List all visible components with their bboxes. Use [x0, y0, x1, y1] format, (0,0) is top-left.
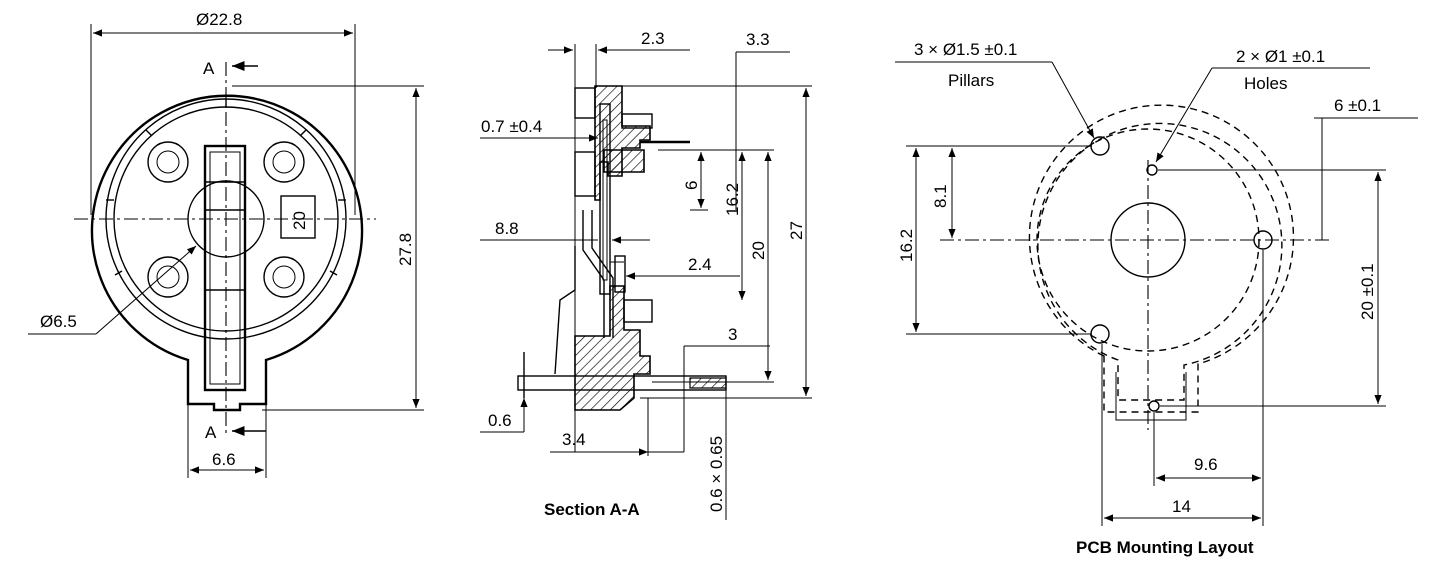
section-mark-bottom: A — [205, 423, 217, 442]
ring-notches — [106, 99, 346, 276]
dim-pin: 0.6 × 0.65 — [707, 436, 726, 512]
dim-width: 6.6 — [212, 450, 236, 469]
hole-top — [1146, 164, 1158, 176]
dim-3: 3 — [728, 325, 737, 344]
dim-16-2: 16.2 — [723, 183, 742, 216]
pcb-dim-20: 20 ±0.1 — [1358, 263, 1377, 320]
dim-3-3: 3.3 — [746, 30, 770, 49]
dim-center-hole: Ø6.5 — [40, 312, 77, 331]
dim-20: 20 — [749, 241, 768, 260]
section-view: 2.3 3.3 0.7 ±0.4 6 16.2 20 27 8.8 2.4 — [480, 29, 812, 520]
pcb-title: PCB Mounting Layout — [1076, 538, 1254, 557]
pcb-dim-14: 14 — [1172, 497, 1191, 516]
pillars-spec: 3 × Ø1.5 ±0.1 — [914, 40, 1017, 59]
dim-27: 27 — [787, 221, 806, 240]
dim-2-4: 2.4 — [688, 255, 712, 274]
pcb-dim-8-1: 8.1 — [931, 184, 950, 208]
section-title: Section A-A — [544, 500, 640, 519]
pillars-label: Pillars — [948, 71, 994, 90]
pcb-dim-9-6: 9.6 — [1194, 455, 1218, 474]
contact-strip — [203, 144, 247, 392]
terminal-bosses — [147, 141, 305, 298]
dim-0-6: 0.6 — [488, 411, 512, 430]
value-box — [280, 195, 316, 239]
pcb-view: 3 × Ø1.5 ±0.1 Pillars 2 × Ø1 ±0.1 Holes … — [895, 40, 1418, 557]
dim-diameter: Ø22.8 — [196, 10, 242, 29]
dim-3-4: 3.4 — [562, 430, 586, 449]
pcb-dim-16-2: 16.2 — [897, 229, 916, 262]
front-view: 20 Ø22.8 27.8 6.6 Ø6.5 A A — [28, 10, 424, 478]
dim-0-7: 0.7 ±0.4 — [481, 117, 542, 136]
dim-height: 27.8 — [396, 233, 415, 266]
pillar-bottom — [1090, 324, 1110, 344]
holes-spec: 2 × Ø1 ±0.1 — [1236, 47, 1325, 66]
dim-6: 6 — [682, 181, 701, 190]
section-mark-top: A — [203, 59, 215, 78]
pcb-dim-6: 6 ±0.1 — [1334, 96, 1381, 115]
hole-bottom — [1148, 400, 1160, 412]
dim-2-3: 2.3 — [641, 29, 665, 48]
box-value: 20 — [290, 211, 309, 230]
dim-8-8: 8.8 — [495, 219, 519, 238]
holes-label: Holes — [1244, 74, 1287, 93]
